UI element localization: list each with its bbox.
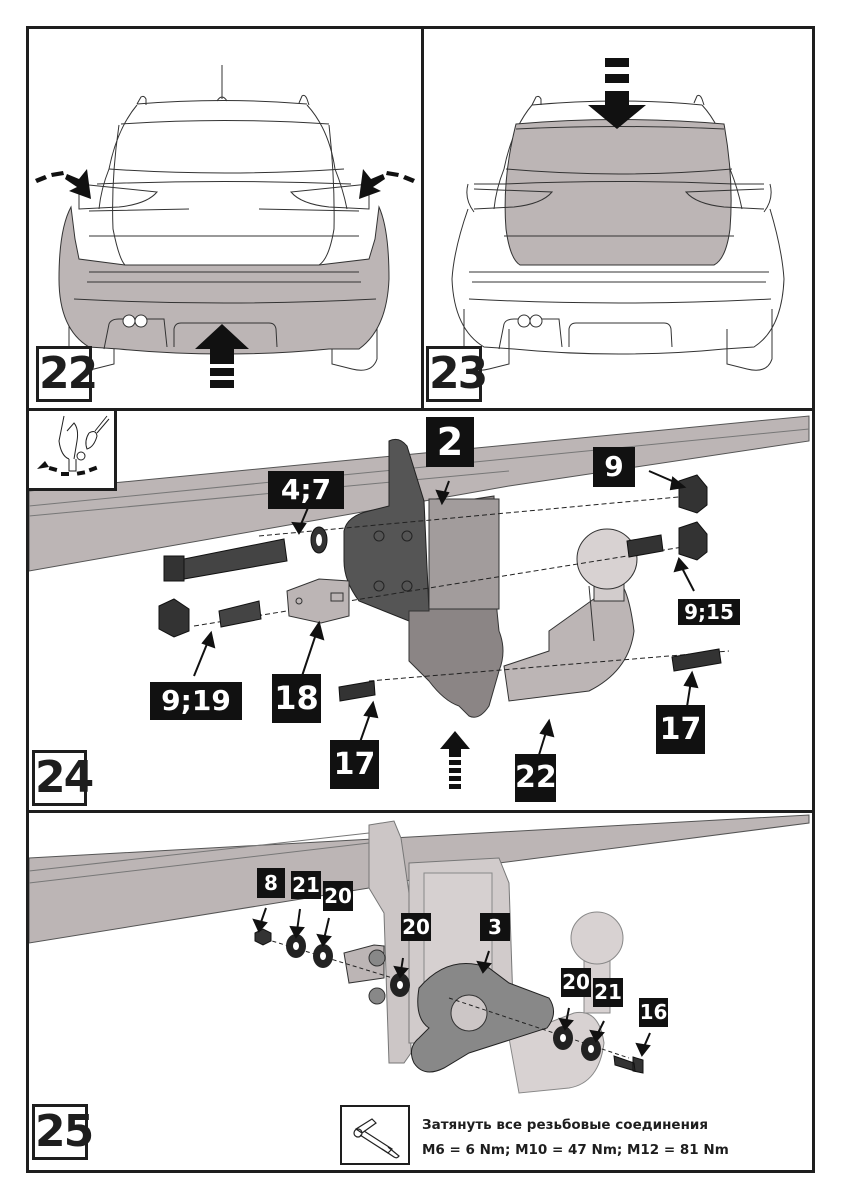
part-label-9-19: 9;19 xyxy=(150,682,242,720)
torque-text: Затянуть все резьбовые соединения M6 = 6… xyxy=(422,1113,729,1163)
hand-tighten-icon xyxy=(29,411,117,491)
bolt-16 xyxy=(613,1055,644,1074)
divider-row1 xyxy=(26,408,815,411)
panel-step-23: 23 xyxy=(424,29,812,408)
tow-ball xyxy=(570,911,624,965)
tailgate-highlight xyxy=(504,119,732,266)
torque-values: M6 = 6 Nm; M10 = 47 Nm; M12 = 81 Nm xyxy=(422,1142,729,1158)
nut-8 xyxy=(254,928,272,946)
part-label-3: 3 xyxy=(480,913,510,941)
part-label-8: 8 xyxy=(257,868,285,898)
part-label-17-left: 17 xyxy=(330,740,379,789)
step-number-25: 25 xyxy=(32,1104,94,1160)
panel-step-22: 22 xyxy=(29,29,421,408)
flange-nut xyxy=(158,598,190,638)
part-label-4-7: 4;7 xyxy=(268,471,344,509)
step-number-23: 23 xyxy=(426,346,488,402)
part-label-20: 20 xyxy=(323,881,353,911)
part-label-16: 16 xyxy=(639,998,668,1027)
instruction-frame xyxy=(26,26,815,1173)
step-number-22: 22 xyxy=(36,346,98,402)
part-label-20-right: 20 xyxy=(561,968,591,997)
divider-vertical xyxy=(421,26,424,410)
side-bracket xyxy=(343,438,430,622)
part-label-2: 2 xyxy=(426,417,474,467)
socket-plate-illustration xyxy=(29,814,810,1094)
car-tailgate-highlight-illustration xyxy=(451,58,785,371)
bolt-17-right xyxy=(671,648,722,672)
panel-step-24: 2 4;7 9 9;15 9;19 18 17 17 22 24 xyxy=(29,411,812,810)
part-label-22: 22 xyxy=(515,754,557,802)
arrow-down-icon xyxy=(588,58,646,129)
bolt-17-left xyxy=(338,680,376,702)
panel-step-25: 8 21 20 20 3 20 21 16 25 xyxy=(29,813,812,1170)
part-label-17-right: 17 xyxy=(656,705,705,754)
divider-row2 xyxy=(26,810,815,813)
part-label-20-inner: 20 xyxy=(401,913,431,941)
part-label-18: 18 xyxy=(272,674,321,723)
nut-9-top xyxy=(678,474,708,514)
hex-bolt xyxy=(163,538,288,582)
part-label-9-15: 9;15 xyxy=(678,599,740,625)
part-label-9: 9 xyxy=(593,447,635,487)
torque-instruction: Затянуть все резьбовые соединения xyxy=(422,1117,709,1133)
towbar-neck xyxy=(503,580,635,702)
step-number-24: 24 xyxy=(32,750,94,806)
nut-9-bottom xyxy=(678,521,708,561)
arrow-right-clip-icon xyxy=(359,169,415,199)
part-label-21: 21 xyxy=(291,871,321,899)
arrow-left-clip-icon xyxy=(35,169,91,199)
torque-wrench-icon xyxy=(340,1105,410,1165)
part-label-21-right: 21 xyxy=(593,978,623,1007)
arrow-up-icon xyxy=(440,731,470,789)
car-rear-bumper-highlight-illustration xyxy=(35,65,415,388)
arrow-up-icon xyxy=(195,324,249,388)
spacer-sleeve xyxy=(218,600,262,628)
small-bracket xyxy=(286,578,350,624)
bolt-9-15 xyxy=(626,534,664,558)
